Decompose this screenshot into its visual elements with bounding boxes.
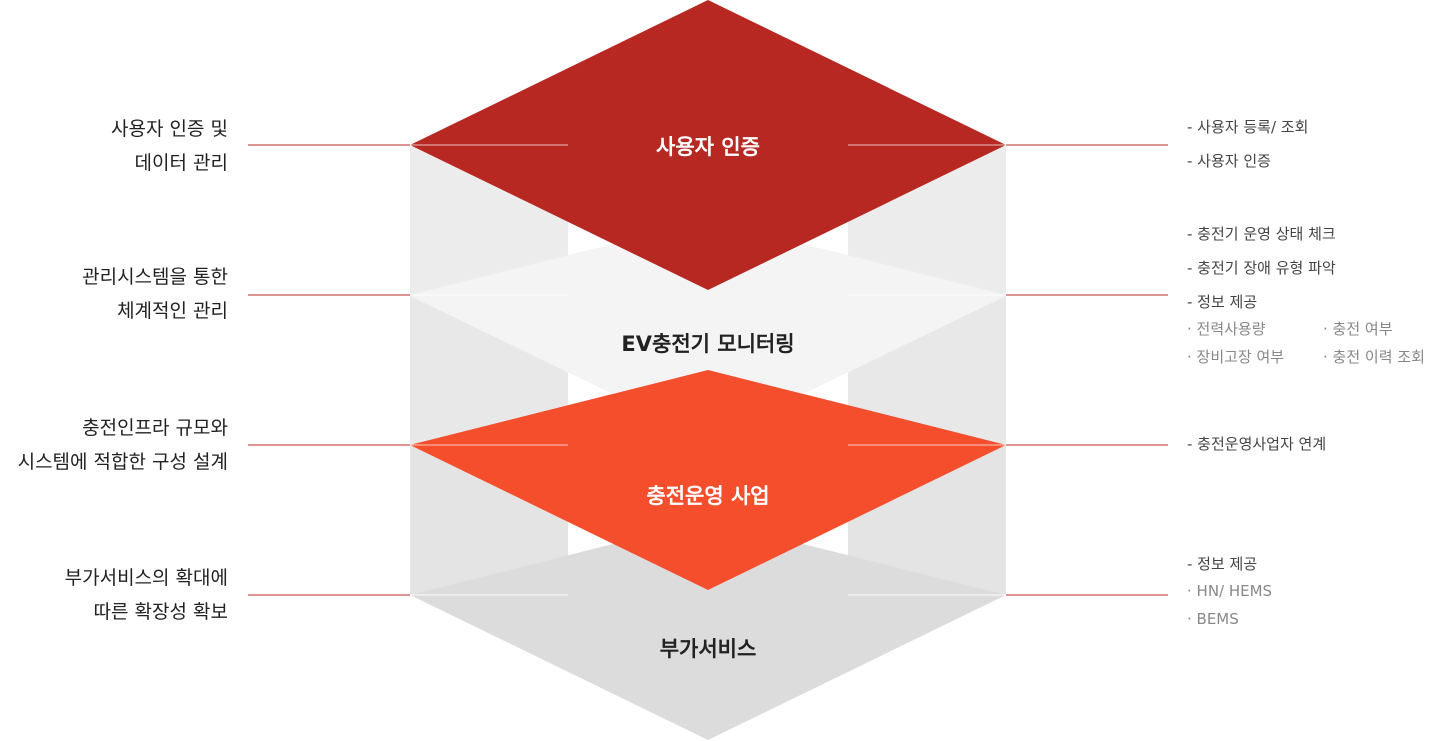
left-label-4-line-2: 따른 확장성 확보 — [93, 601, 228, 623]
left-label-1-line-2: 데이터 관리 — [134, 152, 228, 174]
left-label-2: 관리시스템을 통한 체계적인 관리 — [82, 260, 228, 328]
side-panel-left-3 — [410, 445, 568, 595]
right-list-3: - 충전운영사업자 연계 — [1187, 427, 1326, 461]
side-panel-right-2 — [848, 295, 1006, 445]
right-sub-item: · 충전 이력 조회 — [1323, 348, 1425, 366]
right-sub-item: · HN/ HEMS — [1187, 582, 1273, 600]
layer-3-top-wedge — [410, 370, 1006, 445]
right-list-1: - 사용자 등록/ 조회 - 사용자 인증 — [1187, 110, 1308, 178]
layer-3-title: 충전운영 사업 — [646, 484, 770, 508]
side-panel-right-1 — [848, 145, 1006, 295]
right-list-2: - 충전기 운영 상태 체크 - 충전기 장애 유형 파악 - 정보 제공 · … — [1187, 217, 1425, 371]
layer-2-title: EV충전기 모니터링 — [621, 332, 795, 356]
left-label-4-line-1: 부가서비스의 확대에 — [64, 567, 228, 589]
connector-lines — [248, 144, 1168, 596]
right-item: - 정보 제공 — [1187, 555, 1258, 573]
right-item: - 사용자 인증 — [1187, 152, 1271, 170]
side-panel-left-2 — [410, 295, 568, 445]
right-item: - 정보 제공 — [1187, 293, 1258, 311]
left-label-2-line-1: 관리시스템을 통한 — [82, 266, 228, 288]
side-panel-left-1 — [410, 145, 568, 295]
left-label-4: 부가서비스의 확대에 따른 확장성 확보 — [65, 561, 228, 629]
right-list-4: - 정보 제공 · HN/ HEMS · BEMS — [1187, 547, 1272, 633]
layer-diamond-user-auth — [410, 0, 1006, 290]
left-label-2-line-2: 체계적인 관리 — [117, 300, 228, 322]
side-panel-right-3 — [848, 445, 1006, 595]
right-item: - 충전기 장애 유형 파악 — [1187, 259, 1336, 277]
layer-4-title: 부가서비스 — [659, 637, 757, 661]
right-sub-item: · 장비고장 여부 — [1187, 348, 1285, 366]
left-label-3-line-1: 충전인프라 규모와 — [82, 417, 228, 439]
right-item: - 충전운영사업자 연계 — [1187, 435, 1327, 453]
layer-band-ev-charger-monitoring — [410, 220, 1006, 440]
right-item: - 사용자 등록/ 조회 — [1187, 118, 1309, 136]
left-label-1-line-1: 사용자 인증 및 — [111, 118, 228, 140]
right-item: - 충전기 운영 상태 체크 — [1187, 225, 1336, 243]
right-sub-item: · 전력사용량 — [1187, 320, 1266, 338]
layer-diamond-additional-services — [410, 520, 1006, 740]
layer-1-title: 사용자 인증 — [656, 135, 760, 159]
left-label-3: 충전인프라 규모와 시스템에 적합한 구성 설계 — [18, 411, 228, 479]
right-sub-item: · BEMS — [1187, 610, 1239, 628]
right-sub-grid-2: · 전력사용량 · 충전 여부 · 장비고장 여부 · 충전 이력 조회 — [1187, 315, 1425, 371]
left-label-3-line-2: 시스템에 적합한 구성 설계 — [17, 451, 228, 473]
left-label-1: 사용자 인증 및 데이터 관리 — [111, 112, 228, 180]
right-sub-item: · 충전 여부 — [1323, 320, 1393, 338]
